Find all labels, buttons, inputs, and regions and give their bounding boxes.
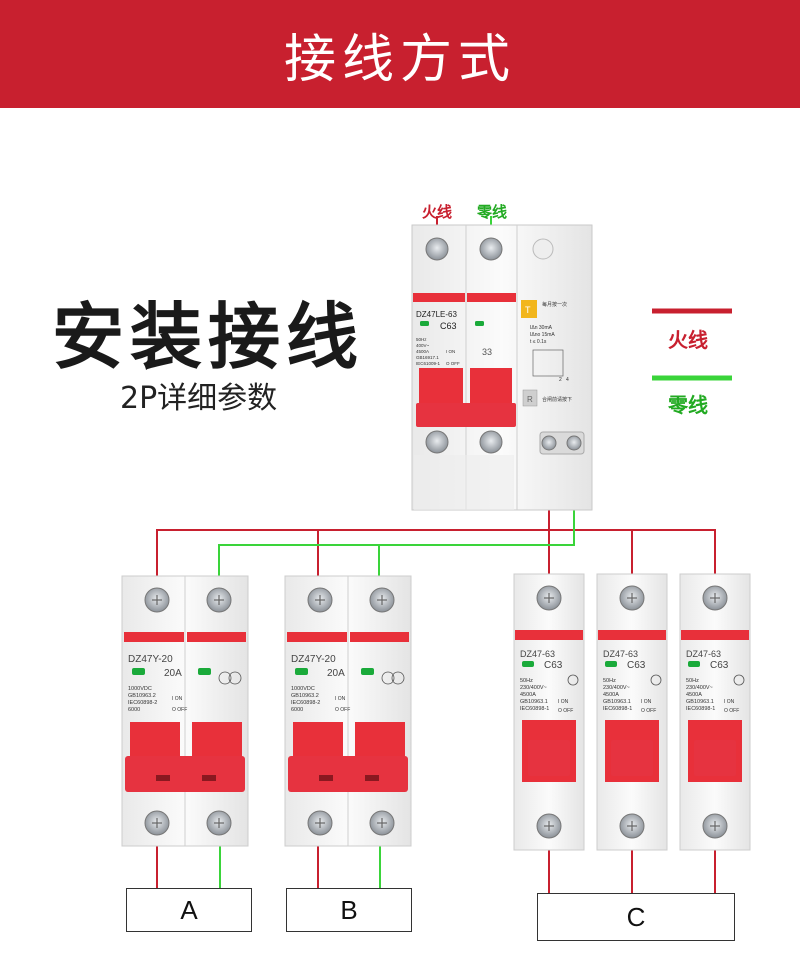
svg-text:t ≤ 0.1s: t ≤ 0.1s (530, 339, 547, 345)
svg-text:I ON: I ON (558, 699, 569, 705)
svg-text:230/400V~: 230/400V~ (603, 685, 630, 691)
main-neutral-label: 零线 (477, 203, 508, 221)
header-banner: 接线方式 (0, 0, 800, 108)
svg-text:O OFF: O OFF (335, 707, 350, 713)
breaker-model-label: DZ47Y-20 (128, 654, 173, 665)
breaker-rating-label: C63 (710, 660, 729, 671)
svg-text:GB10963.1: GB10963.1 (603, 699, 631, 705)
svg-text:50Hz: 50Hz (520, 678, 533, 684)
svg-text:230/400V~: 230/400V~ (686, 685, 713, 691)
svg-text:O OFF: O OFF (446, 361, 460, 366)
svg-text:2: 2 (559, 377, 562, 383)
svg-text:GB10963.2: GB10963.2 (128, 693, 156, 699)
svg-text:1000VDC: 1000VDC (128, 686, 152, 692)
svg-text:I ON: I ON (724, 699, 735, 705)
svg-text:IEC60898-1: IEC60898-1 (686, 706, 715, 712)
main-rcbo: DZ47LE-63 C63 50Hz 400V~ 4500A GB16917.1… (411, 224, 593, 511)
svg-text:GB10963.1: GB10963.1 (686, 699, 714, 705)
svg-text:O OFF: O OFF (172, 707, 187, 713)
svg-text:4: 4 (566, 377, 569, 383)
breaker-2p: DZ47Y-20 20A 1000VDCGB10963.2IEC60898-2600… (284, 575, 412, 847)
svg-text:IEC61009-1: IEC61009-1 (416, 361, 441, 366)
output-box-b: B (286, 888, 412, 932)
breaker-2p: DZ47Y-20 20A 1000VDCGB10963.2IEC60898-2600… (121, 575, 249, 847)
page-title: 接线方式 (283, 29, 516, 90)
svg-text:T: T (525, 305, 531, 315)
breaker-model-label: DZ47-63 (520, 649, 555, 659)
svg-text:合闸前请按下: 合闸前请按下 (542, 396, 572, 403)
svg-text:每月按一次: 每月按一次 (542, 301, 567, 308)
svg-text:400V~: 400V~ (416, 343, 430, 348)
svg-text:4500A: 4500A (686, 692, 702, 698)
svg-text:IEC60898-1: IEC60898-1 (603, 706, 632, 712)
breaker-rating-label: 20A (164, 668, 182, 679)
breaker-model-label: DZ47Y-20 (291, 654, 336, 665)
svg-text:I ON: I ON (446, 349, 455, 354)
legend-neutral-label: 零线 (668, 393, 708, 417)
output-box-a: A (126, 888, 252, 932)
svg-text:IΔno 15mA: IΔno 15mA (530, 332, 555, 338)
svg-text:I ON: I ON (641, 699, 652, 705)
svg-text:50Hz: 50Hz (686, 678, 699, 684)
svg-text:6000: 6000 (291, 707, 303, 713)
breaker-model-label: DZ47-63 (603, 649, 638, 659)
svg-text:1000VDC: 1000VDC (291, 686, 315, 692)
install-subtitle: 2P详细参数 (120, 381, 278, 416)
svg-text:IEC60898-2: IEC60898-2 (128, 700, 157, 706)
svg-text:I ON: I ON (172, 696, 183, 702)
output-wires (156, 846, 716, 893)
svg-text:6000: 6000 (128, 707, 140, 713)
legend-live-label: 火线 (668, 328, 708, 352)
svg-text:230/400V~: 230/400V~ (520, 685, 547, 691)
svg-text:I ON: I ON (335, 696, 346, 702)
main-live-label: 火线 (422, 203, 453, 221)
svg-text:GB16917.1: GB16917.1 (416, 355, 439, 360)
svg-text:R: R (527, 395, 533, 404)
main-rating-text: C63 (440, 321, 457, 331)
breaker-rating-label: C63 (544, 660, 563, 671)
reset-button[interactable] (522, 389, 538, 407)
svg-text:O OFF: O OFF (558, 708, 573, 714)
main-model-text: DZ47LE-63 (416, 310, 457, 319)
output-box-c: C (537, 893, 735, 941)
breaker-rating-label: C63 (627, 660, 646, 671)
main-spec-lines: 50Hz 400V~ 4500A GB16917.1 IEC61009-1 I … (416, 337, 460, 366)
svg-text:O OFF: O OFF (641, 708, 656, 714)
svg-text:GB10963.1: GB10963.1 (520, 699, 548, 705)
install-title: 安装接线 (52, 295, 365, 379)
svg-text:O OFF: O OFF (724, 708, 739, 714)
svg-text:IEC60898-2: IEC60898-2 (291, 700, 320, 706)
breaker-model-label: DZ47-63 (686, 649, 721, 659)
test-button[interactable] (521, 300, 537, 318)
svg-text:4500A: 4500A (520, 692, 536, 698)
svg-text:GB10963.2: GB10963.2 (291, 693, 319, 699)
svg-text:4500A: 4500A (416, 349, 429, 354)
rcd-params: IΔn 30mA IΔno 15mA t ≤ 0.1s (530, 325, 555, 345)
svg-text:IΔn 30mA: IΔn 30mA (530, 325, 553, 331)
svg-text:50Hz: 50Hz (603, 678, 616, 684)
svg-text:50Hz: 50Hz (416, 337, 427, 342)
svg-text:IEC60898-1: IEC60898-1 (520, 706, 549, 712)
main-switch-symbols: 33 (482, 347, 492, 357)
breaker-rating-label: 20A (327, 668, 345, 679)
svg-text:4500A: 4500A (603, 692, 619, 698)
